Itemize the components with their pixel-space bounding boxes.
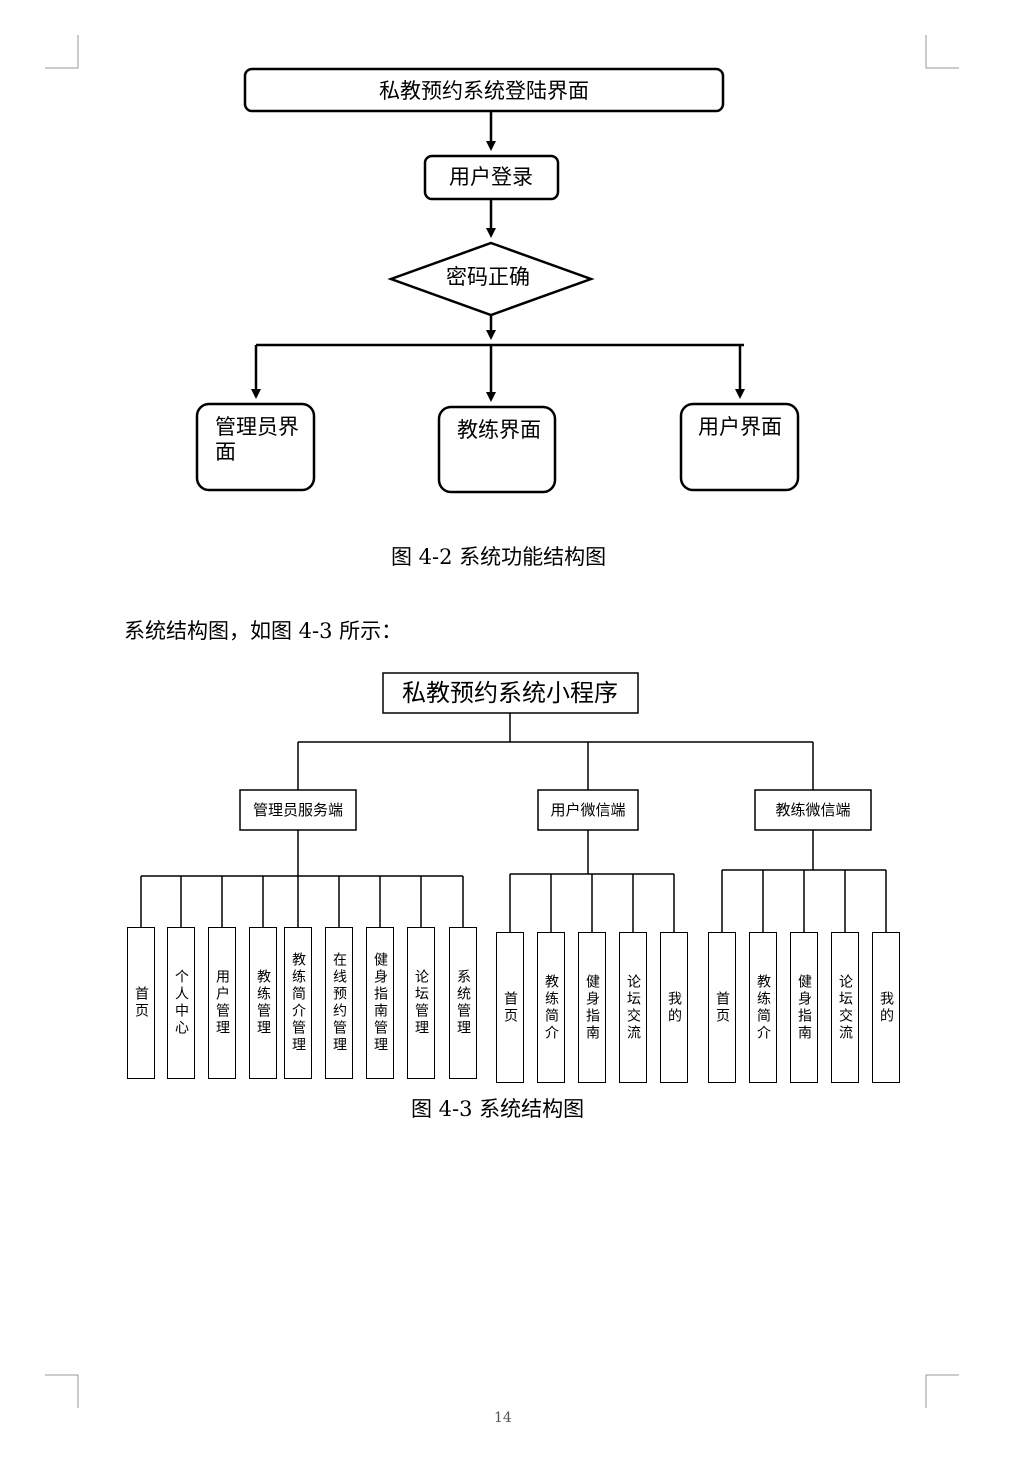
tree-leaf-box: 我的: [660, 932, 688, 1083]
flow-admin-label-2: 面: [215, 440, 236, 464]
tree-leaf-box: 个人中心: [167, 927, 195, 1079]
tree-leaf-box: 我的: [872, 932, 900, 1083]
tree-leaf-text: 教练简介: [543, 973, 559, 1042]
tree-leaf-label: 首页: [502, 990, 518, 1025]
page-number: 14: [494, 1410, 512, 1426]
tree-branch-admin-box: [239, 789, 357, 831]
tree-leaf-label: 首页: [714, 990, 730, 1025]
tree-leaf-text: 我的: [878, 990, 894, 1025]
tree-leaf-label: 教练简介: [543, 973, 559, 1042]
tree-leaf-text: 我的: [666, 990, 682, 1025]
figure-caption-4-2: 图 4-2 系统功能结构图: [391, 545, 607, 569]
flow-user-label: 用户界面: [698, 415, 782, 439]
tree-root-label: 私教预约系统小程序: [402, 679, 618, 707]
tree-branch-user-box: [537, 789, 639, 831]
flow-login-label: 用户登录: [449, 165, 533, 189]
tree-leaf-text: 教练管理: [255, 969, 271, 1037]
tree-leaf-box: 在线预约管理: [325, 927, 353, 1079]
tree-leaf-text: 健身指南: [584, 973, 600, 1042]
tree-leaf-text: 健身指南管理: [372, 952, 388, 1054]
system-structure-tree: 私教预约系统小程序 管理员服务端 用户微信端 教练微信端: [140, 672, 887, 932]
tree-leaf-label: 健身指南管理: [372, 952, 388, 1054]
tree-leaf-text: 论坛交流: [837, 973, 853, 1042]
flow-admin-label-1: 管理员界: [215, 415, 299, 439]
tree-leaf-box: 论坛交流: [619, 932, 647, 1083]
tree-leaf-label: 健身指南: [796, 973, 812, 1042]
flow-decision-label: 密码正确: [446, 265, 530, 289]
tree-leaf-box: 健身指南: [578, 932, 606, 1083]
tree-leaf-label: 用户管理: [214, 969, 230, 1037]
figure-caption-4-3: 图 4-3 系统结构图: [411, 1097, 585, 1121]
tree-leaf-label: 教练简介管理: [290, 952, 306, 1054]
tree-leaf-label: 健身指南: [584, 973, 600, 1042]
tree-leaf-box: 首页: [496, 932, 524, 1083]
tree-leaf-text: 首页: [502, 990, 518, 1025]
tree-leaf-label: 教练简介: [755, 973, 771, 1042]
login-flowchart: 私教预约系统登陆界面 用户登录 密码正确 管理员界 面 教练界面 用户界面: [195, 67, 800, 494]
tree-leaf-label: 论坛交流: [837, 973, 853, 1042]
tree-leaf-text: 教练简介管理: [290, 952, 306, 1054]
tree-leaf-label: 论坛管理: [413, 969, 429, 1037]
tree-leaf-box: 首页: [708, 932, 736, 1083]
tree-leaf-box: 健身指南: [790, 932, 818, 1083]
flow-user-box: [679, 402, 800, 492]
tree-leaf-box: 用户管理: [208, 927, 236, 1079]
tree-leaf-box: 论坛管理: [407, 927, 435, 1079]
tree-leaf-text: 首页: [133, 986, 149, 1020]
tree-leaf-text: 论坛交流: [625, 973, 641, 1042]
tree-leaf-box: 首页: [127, 927, 155, 1079]
tree-branch-coach-label: 教练微信端: [775, 801, 850, 819]
flow-admin-box: [195, 402, 316, 492]
flow-coach-box: [437, 405, 557, 494]
tree-leaf-text: 论坛管理: [413, 969, 429, 1037]
tree-leaf-label: 我的: [666, 990, 682, 1025]
tree-leaf-box: 教练简介: [749, 932, 777, 1083]
tree-leaf-label: 教练管理: [255, 969, 271, 1037]
tree-leaf-text: 个人中心: [173, 969, 189, 1037]
tree-leaf-box: 教练简介管理: [284, 927, 312, 1079]
tree-leaf-box: 教练管理: [249, 927, 277, 1079]
tree-leaf-label: 个人中心: [173, 969, 189, 1037]
tree-leaf-box: 论坛交流: [831, 932, 859, 1083]
flow-title-label: 私教预约系统登陆界面: [379, 79, 589, 103]
tree-leaf-label: 在线预约管理: [331, 952, 347, 1054]
tree-leaf-text: 在线预约管理: [331, 952, 347, 1054]
tree-branch-user-label: 用户微信端: [550, 801, 625, 819]
tree-root-box: [382, 672, 639, 714]
tree-leaf-label: 系统管理: [455, 969, 471, 1037]
tree-leaf-box: 教练简介: [537, 932, 565, 1083]
tree-leaf-text: 系统管理: [455, 969, 471, 1037]
tree-branch-admin-label: 管理员服务端: [253, 801, 343, 819]
body-paragraph: 系统结构图，如图 4-3 所示：: [124, 619, 403, 643]
tree-leaf-box: 健身指南管理: [366, 927, 394, 1079]
tree-leaf-text: 健身指南: [796, 973, 812, 1042]
tree-leaf-label: 论坛交流: [625, 973, 641, 1042]
flow-coach-label: 教练界面: [457, 418, 541, 442]
tree-leaf-text: 教练简介: [755, 973, 771, 1042]
tree-leaf-text: 首页: [714, 990, 730, 1025]
flow-title-box: [243, 67, 725, 113]
tree-leaf-box: 系统管理: [449, 927, 477, 1079]
tree-leaf-label: 我的: [878, 990, 894, 1025]
tree-leaf-label: 首页: [133, 986, 149, 1020]
tree-leaf-text: 用户管理: [214, 969, 230, 1037]
